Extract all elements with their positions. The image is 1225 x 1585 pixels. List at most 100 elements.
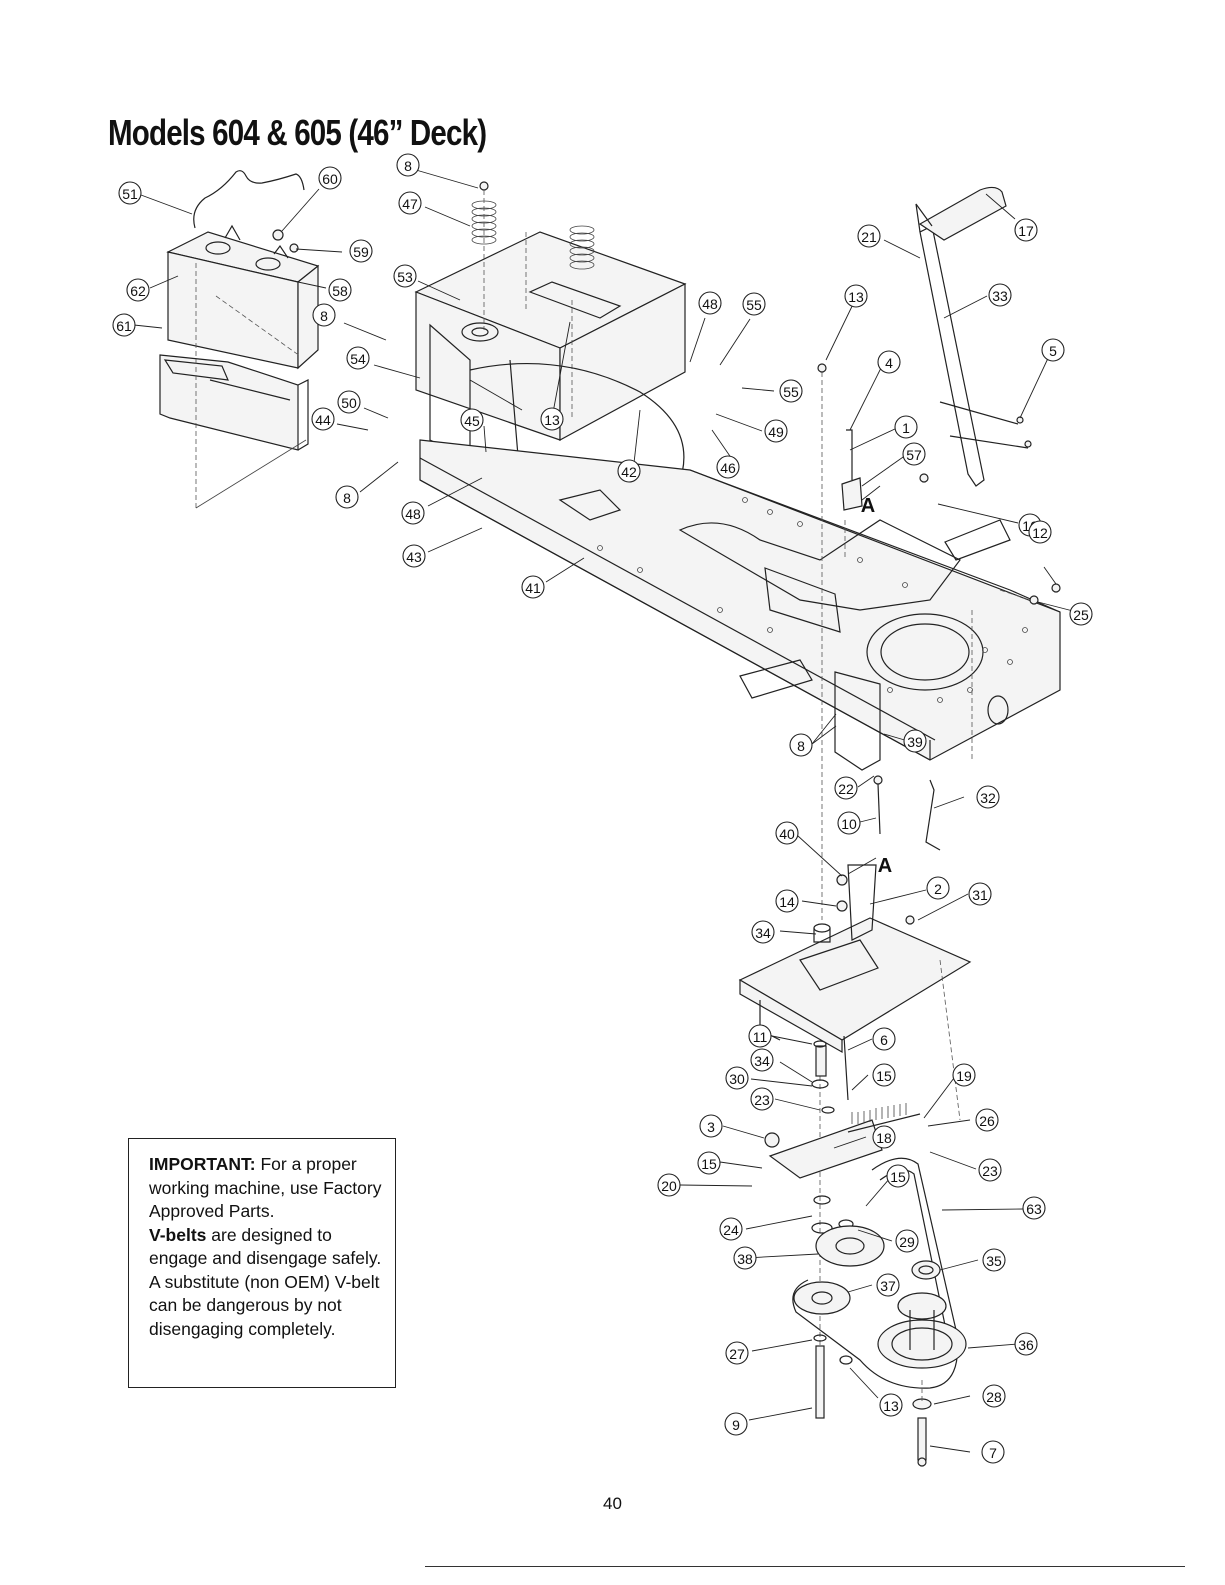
callout-24: 24 <box>719 1217 743 1241</box>
callout-circle <box>716 455 740 479</box>
callout-circle <box>789 733 813 757</box>
callout-circle <box>401 501 425 525</box>
callout-circle <box>346 346 370 370</box>
callout-number: 24 <box>723 1222 739 1238</box>
callout-39: 39 <box>903 729 927 753</box>
callout-circle <box>312 303 336 327</box>
callout-46: 46 <box>716 455 740 479</box>
callout-number: 4 <box>885 355 893 371</box>
callout-number: 50 <box>341 395 357 411</box>
callout-36: 36 <box>1014 1332 1038 1356</box>
callout-number: 42 <box>621 464 637 480</box>
callout-8: 8 <box>789 733 813 757</box>
callout-circle <box>775 821 799 845</box>
callout-circle <box>733 1246 757 1270</box>
callout-number: 46 <box>720 460 736 476</box>
bracket-assembly <box>738 864 972 1054</box>
callout-number: 49 <box>768 424 784 440</box>
callout-number: 5 <box>1049 343 1057 359</box>
callout-number: 51 <box>122 186 138 202</box>
callout-circle <box>748 1024 772 1048</box>
callout-number: 36 <box>1018 1337 1034 1353</box>
callout-number: 43 <box>406 549 422 565</box>
vbelts-text: are designed to engage and disengage saf… <box>149 1224 382 1339</box>
callout-2: 2 <box>926 876 950 900</box>
callout-number: 1 <box>902 420 910 436</box>
callout-circle <box>540 407 564 431</box>
callout-number: 8 <box>320 308 328 324</box>
reference-mark-a: A <box>878 855 892 877</box>
callout-40: 40 <box>775 821 799 845</box>
callout-number: 60 <box>322 171 338 187</box>
callout-number: 23 <box>982 1163 998 1179</box>
callout-circle <box>460 408 484 432</box>
callout-13: 13 <box>879 1393 903 1417</box>
callout-number: 20 <box>661 1178 677 1194</box>
callout-number: 15 <box>701 1156 717 1172</box>
callout-35: 35 <box>982 1248 1006 1272</box>
callout-12: 12 <box>1028 520 1052 544</box>
callout-number: 62 <box>130 283 146 299</box>
callout-50: 50 <box>337 390 361 414</box>
callout-number: 28 <box>986 1389 1002 1405</box>
callout-number: 3 <box>707 1119 715 1135</box>
callout-58: 58 <box>328 278 352 302</box>
callout-37: 37 <box>876 1273 900 1297</box>
callout-circle <box>982 1248 1006 1272</box>
callout-8: 8 <box>312 303 336 327</box>
callout-circle <box>697 1151 721 1175</box>
callout-63: 63 <box>1022 1196 1046 1220</box>
callout-circle <box>886 1164 910 1188</box>
callout-circle <box>335 485 359 509</box>
callout-circle <box>328 278 352 302</box>
callout-number: 13 <box>544 412 560 428</box>
callout-number: 22 <box>838 781 854 797</box>
callout-48: 48 <box>401 501 425 525</box>
callout-number: 13 <box>883 1398 899 1414</box>
callout-number: 55 <box>746 297 762 313</box>
callout-circle <box>118 181 142 205</box>
callout-number: 39 <box>907 734 923 750</box>
callout-number: 35 <box>986 1253 1002 1269</box>
callout-number: 32 <box>980 790 996 806</box>
callout-circle <box>857 224 881 248</box>
callout-number: 58 <box>332 283 348 299</box>
callout-number: 61 <box>116 318 132 334</box>
callout-circle <box>764 419 788 443</box>
battery-assembly <box>159 170 320 509</box>
callout-number: 11 <box>753 1029 768 1045</box>
callout-47: 47 <box>398 191 422 215</box>
callout-circle <box>902 442 926 466</box>
callout-number: 21 <box>861 229 877 245</box>
callout-15: 15 <box>697 1151 721 1175</box>
callout-circle <box>837 811 861 835</box>
callout-number: 54 <box>350 351 366 367</box>
callout-circle <box>719 1217 743 1241</box>
callout-circle <box>1028 520 1052 544</box>
callout-number: 13 <box>848 289 864 305</box>
callout-number: 9 <box>732 1417 740 1433</box>
callout-circle <box>872 1027 896 1051</box>
callout-26: 26 <box>975 1108 999 1132</box>
callout-circle <box>879 1393 903 1417</box>
callout-42: 42 <box>617 459 641 483</box>
callout-number: 38 <box>737 1251 753 1267</box>
callout-number: 57 <box>906 447 922 463</box>
callout-62: 62 <box>126 278 150 302</box>
callout-circle <box>1014 218 1038 242</box>
callout-55: 55 <box>779 379 803 403</box>
callout-number: 41 <box>525 580 541 596</box>
callout-30: 30 <box>725 1066 749 1090</box>
chassis <box>419 372 1061 920</box>
callout-circle <box>318 166 342 190</box>
page-title: Models 604 & 605 (46” Deck) <box>108 112 487 153</box>
callout-10: 10 <box>837 811 861 835</box>
callout-number: 19 <box>956 1068 972 1084</box>
callout-number: 44 <box>315 412 331 428</box>
callout-number: 34 <box>755 925 771 941</box>
callout-number: 45 <box>464 413 480 429</box>
callout-circle <box>976 785 1000 809</box>
callout-number: 63 <box>1026 1201 1042 1217</box>
callout-59: 59 <box>349 239 373 263</box>
